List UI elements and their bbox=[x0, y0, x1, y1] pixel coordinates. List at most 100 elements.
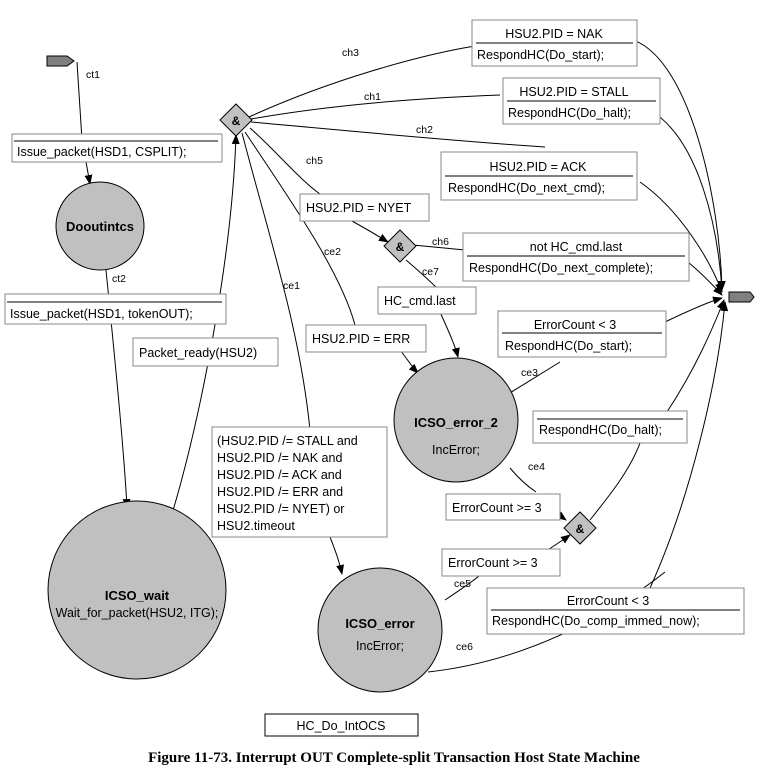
box-notlast: not HC_cmd.last RespondHC(Do_next_comple… bbox=[462, 232, 690, 282]
edge-ce2 bbox=[244, 131, 356, 326]
box-stall: HSU2.PID = STALL RespondHC(Do_halt); bbox=[502, 77, 661, 125]
svg-text:not HC_cmd.last: not HC_cmd.last bbox=[530, 240, 623, 254]
box-packet-ready: Packet_ready(HSU2) bbox=[132, 337, 279, 367]
svg-text:RespondHC(Do_next_complete);: RespondHC(Do_next_complete); bbox=[469, 261, 653, 275]
junction-nyet: & bbox=[383, 229, 417, 263]
edge-labels: ct1 ct2 ch3 ch1 ch2 ch5 ch6 ce7 ce2 ce1 … bbox=[86, 47, 545, 653]
edge-label-ce4: ce4 bbox=[528, 461, 545, 473]
box-nyet: HSU2.PID = NYET bbox=[299, 193, 430, 222]
box-comp-immed: ErrorCount < 3 RespondHC(Do_comp_immed_n… bbox=[486, 587, 745, 635]
svg-text:HSU2.PID = NAK: HSU2.PID = NAK bbox=[505, 27, 603, 41]
edge-ce3 bbox=[504, 361, 561, 397]
svg-text:HSU2.PID = ERR: HSU2.PID = ERR bbox=[312, 332, 410, 346]
svg-text:RespondHC(Do_halt);: RespondHC(Do_halt); bbox=[539, 423, 662, 437]
junction-top: & bbox=[219, 103, 253, 137]
state-action: IncError; bbox=[432, 443, 480, 457]
junction-symbol: & bbox=[396, 240, 405, 254]
state-name: ICSO_error_2 bbox=[414, 415, 498, 430]
edge-ch6 bbox=[412, 244, 466, 251]
edge-label-ce6: ce6 bbox=[456, 641, 473, 653]
state-name: ICSO_error bbox=[345, 616, 414, 631]
box-issue-tokenout: Issue_packet(HSD1, tokenOUT); bbox=[4, 293, 227, 325]
svg-text:HSU2.PID = ACK: HSU2.PID = ACK bbox=[490, 160, 588, 174]
edge-ce4 bbox=[509, 467, 537, 493]
junction-errorcount: & bbox=[563, 511, 597, 545]
box-err: HSU2.PID = ERR bbox=[305, 324, 427, 353]
box-last: HC_cmd.last bbox=[377, 286, 477, 315]
svg-text:RespondHC(Do_halt);: RespondHC(Do_halt); bbox=[508, 106, 631, 120]
box-ec-ge3-b: ErrorCount >= 3 bbox=[441, 548, 561, 577]
edge-label-ch3: ch3 bbox=[342, 47, 359, 59]
figure-caption: Figure 11-73. Interrupt OUT Complete-spl… bbox=[148, 750, 640, 766]
box-issue-csplit: Issue_packet(HSD1, CSPLIT); bbox=[11, 133, 223, 163]
svg-text:ErrorCount >= 3: ErrorCount >= 3 bbox=[448, 556, 538, 570]
junction-symbol: & bbox=[232, 114, 241, 128]
svg-text:HSU2.PID = NYET: HSU2.PID = NYET bbox=[306, 201, 412, 215]
edge-nyet-to-junction bbox=[349, 219, 389, 243]
svg-text:Packet_ready(HSU2): Packet_ready(HSU2) bbox=[139, 346, 257, 360]
box-ec-lt3: ErrorCount < 3 RespondHC(Do_start); bbox=[497, 310, 667, 358]
svg-text:RespondHC(Do_comp_immed_now);: RespondHC(Do_comp_immed_now); bbox=[492, 614, 700, 628]
svg-text:HSU2.PID = STALL: HSU2.PID = STALL bbox=[519, 85, 628, 99]
edge-label-ch6: ch6 bbox=[432, 236, 449, 248]
edge-label-ch5: ch5 bbox=[306, 155, 323, 167]
edge-label-ct1: ct1 bbox=[86, 69, 100, 81]
edge-ack-to-exit bbox=[639, 181, 723, 293]
edge-ch1 bbox=[250, 94, 501, 120]
box-halt: RespondHC(Do_halt); bbox=[532, 410, 688, 444]
edge-timeout-to-error bbox=[329, 536, 345, 575]
svg-text:RespondHC(Do_start);: RespondHC(Do_start); bbox=[505, 339, 632, 353]
edge-label-ce7: ce7 bbox=[422, 266, 439, 278]
state-icso-wait: ICSO_wait Wait_for_packet(HSU2, ITG); bbox=[47, 500, 227, 680]
box-nak: HSU2.PID = NAK RespondHC(Do_start); bbox=[471, 19, 638, 67]
box-timeout-condition: (HSU2.PID /= STALL and HSU2.PID /= NAK a… bbox=[211, 426, 388, 538]
state-action: IncError; bbox=[356, 639, 404, 653]
exit-marker-icon bbox=[728, 291, 755, 303]
box-ec-ge3-a: ErrorCount >= 3 bbox=[445, 493, 561, 521]
svg-text:HSU2.timeout: HSU2.timeout bbox=[217, 519, 295, 533]
edge-label-ce1: ce1 bbox=[283, 280, 300, 292]
svg-text:RespondHC(Do_next_cmd);: RespondHC(Do_next_cmd); bbox=[448, 181, 605, 195]
edge-label-ce3: ce3 bbox=[521, 367, 538, 379]
state-action: Wait_for_packet(HSU2, ITG); bbox=[56, 606, 219, 620]
svg-text:HSU2.PID /= ACK and: HSU2.PID /= ACK and bbox=[217, 468, 342, 482]
box-ack: HSU2.PID = ACK RespondHC(Do_next_cmd); bbox=[440, 151, 638, 201]
edge-label-ch2: ch2 bbox=[416, 124, 433, 136]
svg-text:ErrorCount < 3: ErrorCount < 3 bbox=[567, 594, 649, 608]
machine-name-box: HC_Do_IntOCS bbox=[264, 713, 419, 737]
svg-text:HC_cmd.last: HC_cmd.last bbox=[384, 294, 456, 308]
state-name: Dooutintcs bbox=[66, 219, 134, 234]
state-dooutintcs: Dooutintcs bbox=[55, 181, 145, 271]
edge-halt-to-exit bbox=[664, 299, 725, 416]
edge-label-ce2: ce2 bbox=[324, 246, 341, 258]
edge-ch2 bbox=[250, 121, 546, 148]
edge-stall-to-exit bbox=[649, 109, 726, 291]
edge-ch5 bbox=[249, 127, 321, 195]
edge-label-ce5: ce5 bbox=[454, 578, 471, 590]
edges bbox=[76, 39, 729, 673]
state-icso-error: ICSO_error IncError; bbox=[317, 567, 443, 693]
edge-ch3 bbox=[248, 45, 476, 118]
edge-compimmed-to-exit bbox=[649, 301, 729, 589]
edge-packet-ready bbox=[171, 134, 240, 515]
edge-err-to-error2 bbox=[399, 349, 419, 374]
junction-symbol: & bbox=[576, 522, 585, 536]
edge-junction-to-halt bbox=[589, 442, 641, 521]
svg-text:Issue_packet(HSD1, tokenOUT);: Issue_packet(HSD1, tokenOUT); bbox=[10, 307, 193, 321]
state-name: ICSO_wait bbox=[105, 588, 170, 603]
edge-ec-lt3-to-exit bbox=[664, 296, 723, 323]
edge-last-to-error2 bbox=[439, 311, 460, 358]
svg-text:RespondHC(Do_start);: RespondHC(Do_start); bbox=[477, 48, 604, 62]
svg-text:ErrorCount >= 3: ErrorCount >= 3 bbox=[452, 501, 542, 515]
edge-ce1 bbox=[241, 132, 311, 431]
edge-label-ch1: ch1 bbox=[364, 91, 381, 103]
svg-text:HSU2.PID /= ERR and: HSU2.PID /= ERR and bbox=[217, 485, 343, 499]
svg-text:HSU2.PID /= NAK and: HSU2.PID /= NAK and bbox=[217, 451, 342, 465]
edge-label-ct2: ct2 bbox=[112, 273, 126, 285]
edge-nak-to-exit bbox=[632, 39, 726, 291]
svg-text:(HSU2.PID /= STALL and: (HSU2.PID /= STALL and bbox=[217, 434, 358, 448]
entry-marker-icon bbox=[46, 55, 75, 67]
machine-name: HC_Do_IntOCS bbox=[297, 719, 386, 733]
svg-text:Issue_packet(HSD1, CSPLIT);: Issue_packet(HSD1, CSPLIT); bbox=[17, 145, 187, 159]
